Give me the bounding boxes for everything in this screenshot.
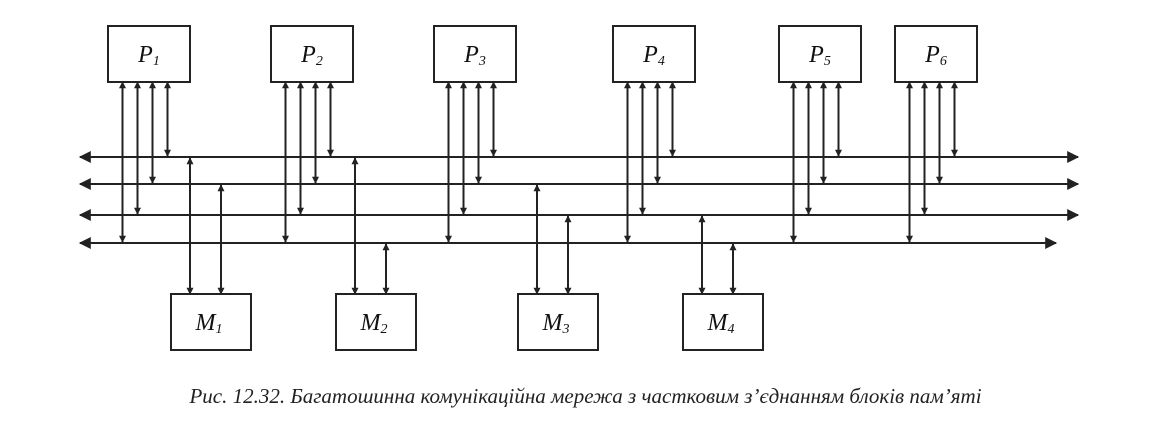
processor-letter: P bbox=[463, 42, 479, 68]
memory-label: M4 bbox=[707, 310, 735, 338]
processor-index: 4 bbox=[658, 54, 665, 69]
processor-box bbox=[894, 25, 978, 83]
memory-m3: M3 bbox=[517, 293, 599, 351]
memory-box bbox=[517, 293, 599, 351]
processor-label: P3 bbox=[463, 42, 486, 70]
processor-letter: P bbox=[137, 42, 153, 68]
processor-index: 1 bbox=[153, 54, 160, 69]
memory-label: M3 bbox=[542, 310, 570, 338]
processor-index: 2 bbox=[316, 54, 323, 69]
processor-letter: P bbox=[924, 42, 940, 68]
memory-m1: M1 bbox=[170, 293, 252, 351]
processor-box bbox=[612, 25, 696, 83]
processor-letter: P bbox=[642, 42, 658, 68]
processor-index: 5 bbox=[824, 54, 831, 69]
processor-p6: P6 bbox=[894, 25, 978, 83]
memory-letter: M bbox=[542, 310, 565, 336]
memory-index: 1 bbox=[216, 322, 223, 337]
bus-layer bbox=[78, 151, 1080, 249]
processor-p5: P5 bbox=[778, 25, 862, 83]
memory-letter: M bbox=[360, 310, 383, 336]
memory-box bbox=[682, 293, 764, 351]
processor-p4: P4 bbox=[612, 25, 696, 83]
processor-box bbox=[778, 25, 862, 83]
memory-index: 4 bbox=[728, 322, 735, 337]
links-layer bbox=[119, 81, 958, 295]
processor-label: P4 bbox=[642, 42, 665, 70]
memory-index: 3 bbox=[562, 322, 570, 337]
figure-caption: Рис. 12.32. Багатошинна комунікаційна ме… bbox=[189, 384, 982, 408]
processor-p3: P3 bbox=[433, 25, 517, 83]
processor-p2: P2 bbox=[270, 25, 354, 83]
processor-box bbox=[270, 25, 354, 83]
processor-label: P6 bbox=[924, 42, 947, 70]
processor-letter: P bbox=[808, 42, 824, 68]
memory-letter: M bbox=[195, 310, 218, 336]
processor-index: 3 bbox=[478, 54, 486, 69]
processor-label: P2 bbox=[300, 42, 323, 70]
memory-m2: M2 bbox=[335, 293, 417, 351]
memory-letter: M bbox=[707, 310, 730, 336]
memory-index: 2 bbox=[381, 322, 388, 337]
processor-box bbox=[433, 25, 517, 83]
memory-box bbox=[170, 293, 252, 351]
processor-label: P1 bbox=[137, 42, 160, 70]
memory-label: M1 bbox=[195, 310, 223, 338]
memory-box bbox=[335, 293, 417, 351]
processor-index: 6 bbox=[940, 54, 947, 69]
processor-label: P5 bbox=[808, 42, 831, 70]
memory-label: M2 bbox=[360, 310, 388, 338]
memory-m4: M4 bbox=[682, 293, 764, 351]
processor-box bbox=[107, 25, 191, 83]
processor-p1: P1 bbox=[107, 25, 191, 83]
processor-letter: P bbox=[300, 42, 316, 68]
